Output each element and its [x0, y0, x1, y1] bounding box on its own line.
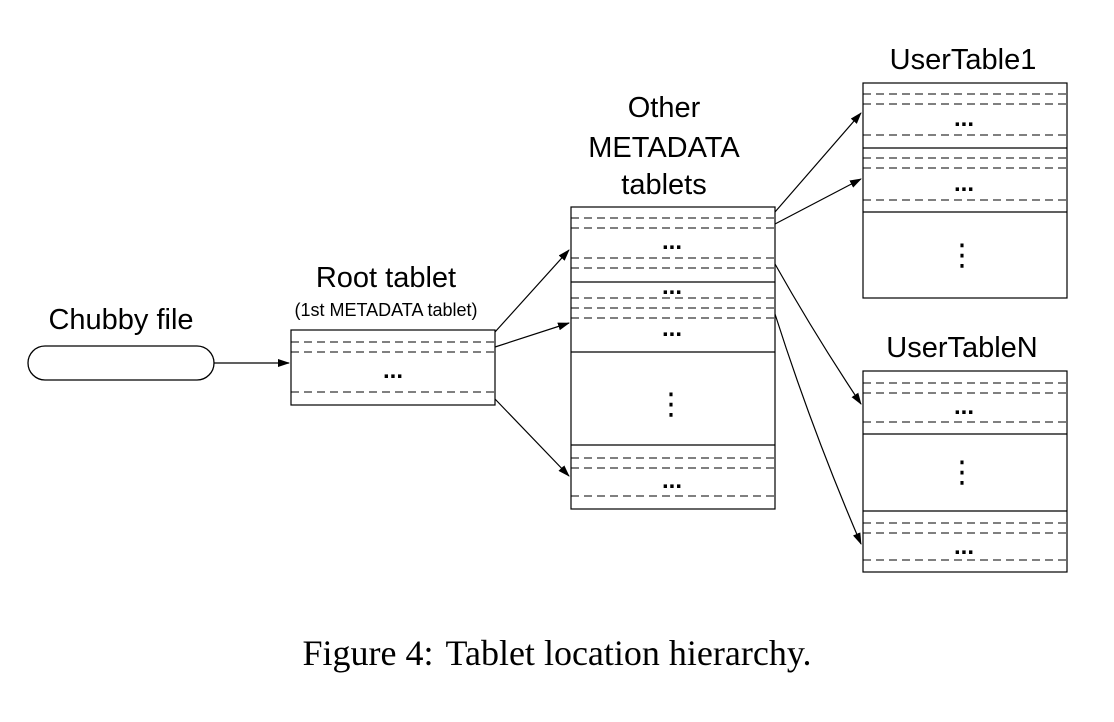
- metadata-tablet1-ellipsis: ...: [662, 228, 682, 255]
- metadata-tablet2-ellipsis-bottom: ...: [662, 315, 682, 342]
- metadata-vertical-ellipsis: ⋮: [656, 388, 686, 421]
- chubby-file-box: [27, 345, 215, 381]
- root-tablet: ...: [290, 329, 496, 406]
- metadata-tablet2-ellipsis-top: ...: [662, 273, 682, 300]
- other-metadata-label-line1: Other: [628, 92, 701, 124]
- arrow-metadata-to-usertablen-last: [774, 313, 862, 545]
- usertablen-vertical-ellipsis: ⋮: [947, 456, 977, 489]
- arrow-root-to-metadata2: [494, 322, 570, 348]
- usertable1-label: UserTable1: [890, 44, 1037, 76]
- metadata-tablet-last-ellipsis: ...: [662, 467, 682, 494]
- figure-caption-text: Tablet location hierarchy.: [445, 633, 812, 673]
- usertablen-last-ellipsis: ...: [954, 533, 974, 560]
- root-tablet-ellipsis: ...: [383, 357, 403, 384]
- usertablen-tablet1-ellipsis: ...: [954, 393, 974, 420]
- arrow-metadata-to-usertable1-tablet2: [774, 178, 862, 225]
- other-metadata-label-line3: tablets: [621, 169, 706, 201]
- other-metadata-label-line2: METADATA: [588, 132, 740, 164]
- usertable1-tablet1-ellipsis: ...: [954, 105, 974, 132]
- usertablen-label: UserTableN: [886, 332, 1038, 364]
- usertable1-tablet2-ellipsis: ...: [954, 170, 974, 197]
- figure-caption: Figure 4: Tablet location hierarchy.: [0, 632, 1114, 674]
- arrow-metadata-to-usertablen-tablet1: [774, 263, 862, 405]
- figure-caption-label: Figure 4:: [302, 633, 434, 673]
- root-tablet-sublabel: (1st METADATA tablet): [294, 300, 477, 320]
- root-tablet-label: Root tablet: [316, 262, 456, 294]
- arrow-root-to-metadata1: [494, 249, 570, 333]
- arrow-metadata-to-usertable1-tablet1: [774, 112, 862, 213]
- arrow-root-to-metadata-last: [494, 398, 570, 477]
- usertablen: ... ⋮ ...: [862, 370, 1068, 573]
- usertable1: ... ... ⋮: [862, 82, 1068, 299]
- chubby-file-label: Chubby file: [48, 304, 193, 336]
- usertable1-vertical-ellipsis: ⋮: [947, 239, 977, 272]
- metadata-tablets: ... ... ... ⋮ ...: [570, 206, 776, 510]
